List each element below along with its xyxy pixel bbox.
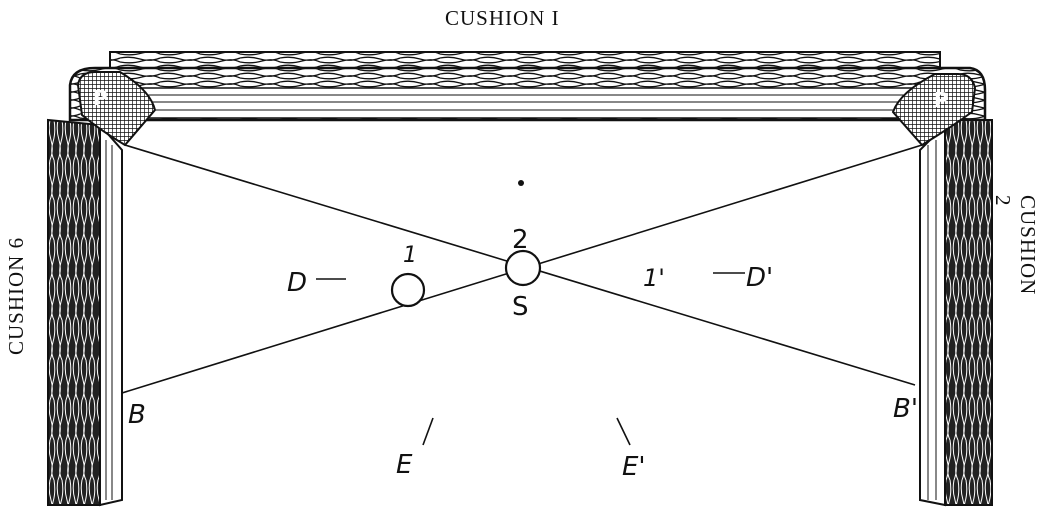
label-b: B — [128, 400, 146, 430]
top-cushion-rail — [68, 51, 987, 122]
label-b-prime: B' — [893, 394, 918, 424]
ball-1 — [390, 272, 426, 308]
label-e-prime: E' — [622, 452, 646, 482]
label-d-prime: D' — [746, 263, 774, 293]
label-ball-2: 2 — [512, 225, 529, 255]
top-right-pocket — [891, 73, 977, 147]
cushion-6-label: CUSHION 6 — [4, 236, 28, 355]
pocket-label-left: P — [93, 86, 108, 110]
right-cushion-rail — [919, 119, 993, 507]
e-prime-leader — [616, 417, 631, 446]
label-s: S — [512, 292, 529, 322]
label-ball-1: 1 — [403, 243, 417, 268]
top-left-pocket — [76, 71, 157, 147]
label-ball-1-prime: 1' — [643, 264, 665, 292]
label-e: E — [396, 450, 413, 480]
e-leader — [422, 417, 434, 446]
spot-dot — [518, 180, 524, 186]
cushion-2-label: CUSHION 2 — [991, 195, 1040, 296]
left-cushion-rail — [47, 118, 123, 507]
cushion-1-label: CUSHION I — [445, 6, 560, 30]
label-d: D — [287, 268, 308, 298]
pocket-label-right: P — [934, 88, 949, 112]
ball-2 — [504, 249, 542, 287]
